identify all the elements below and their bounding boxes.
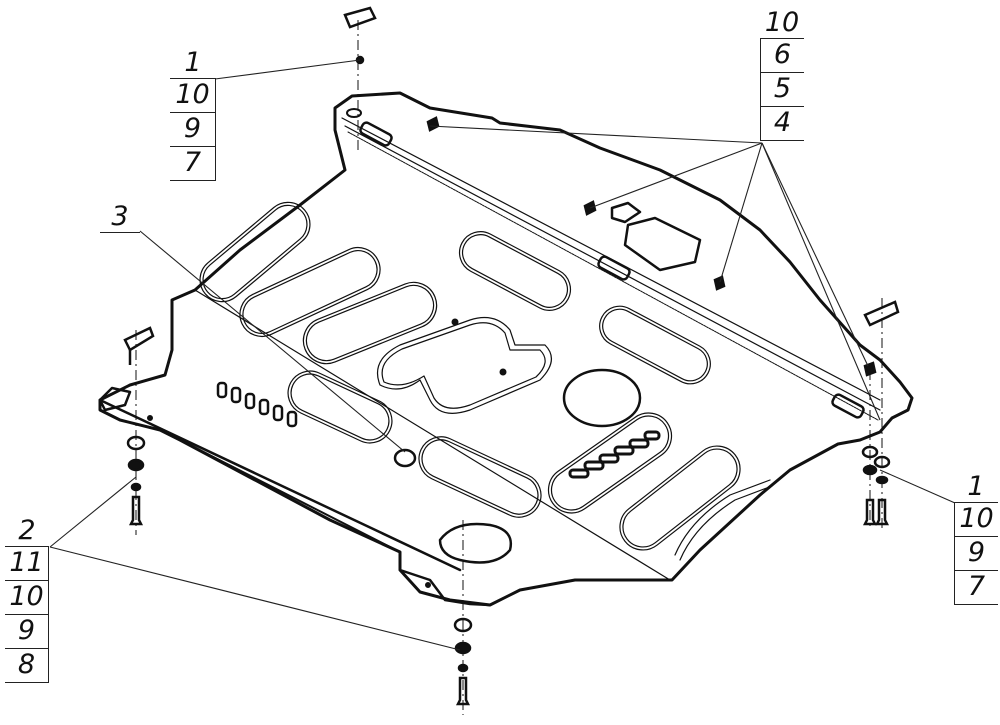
callout-item: 9 (5, 615, 48, 649)
callout-item: 11 (5, 547, 48, 581)
clip-left (123, 326, 155, 352)
callout-item: 9 (170, 113, 215, 147)
slot (359, 121, 393, 147)
callout-head: 1 (954, 472, 998, 503)
callout-head: 3 (100, 202, 140, 233)
callout-item: 7 (955, 571, 998, 605)
cutout-top (610, 201, 642, 224)
slot (831, 393, 865, 419)
callout-bottom-right: 1 10 9 7 (954, 472, 998, 605)
callout-item: 7 (170, 147, 215, 181)
callout-bottom-left: 2 11 10 9 8 (5, 516, 49, 683)
slot (597, 255, 631, 281)
callout-item: 10 (5, 581, 48, 615)
callout-item: 10 (170, 79, 215, 113)
callout-middle-left: 3 (100, 202, 140, 233)
callout-top-left: 1 10 9 7 (170, 48, 216, 181)
callout-head: 2 (5, 516, 49, 547)
clip-right (863, 300, 900, 327)
round-cutout (562, 368, 642, 428)
cutout-large (623, 216, 702, 272)
clip-top (343, 6, 377, 29)
callout-top-right: 10 6 5 4 (760, 8, 804, 141)
callout-item: 5 (761, 73, 804, 107)
callout-item: 8 (5, 649, 48, 683)
callout-item: 4 (761, 107, 804, 141)
callout-item: 10 (955, 503, 998, 537)
callout-head: 10 (760, 8, 804, 39)
callout-head: 1 (170, 48, 216, 79)
callout-item: 9 (955, 537, 998, 571)
callout-item: 6 (761, 39, 804, 73)
protection-plate-outline (98, 91, 914, 607)
